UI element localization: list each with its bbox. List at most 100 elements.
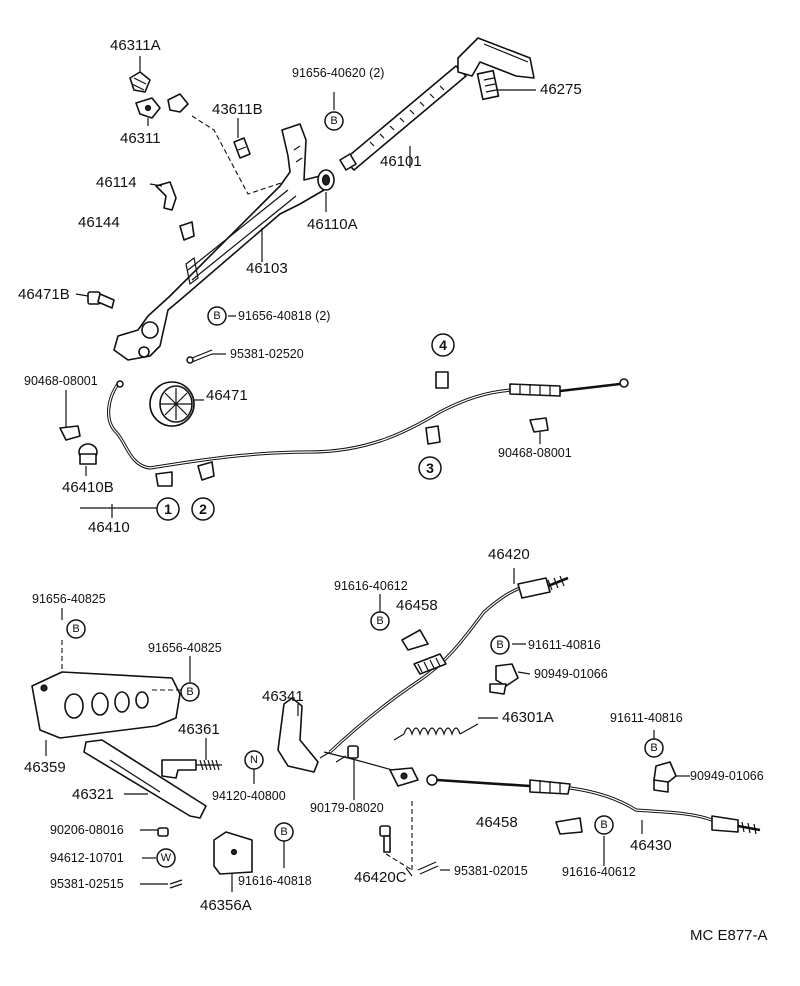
- label-46361: 46361: [178, 721, 220, 738]
- symbol-bolt-f: B: [490, 635, 510, 655]
- label-91611-40816-a: 91611-40816: [528, 638, 601, 652]
- part-46410-front-cable-drawing: [107, 378, 629, 470]
- label-46356A: 46356A: [200, 897, 252, 914]
- part-46458-bracket-top-drawing: [401, 629, 429, 651]
- label-46471B: 46471B: [18, 286, 70, 303]
- label-46458-bottom: 46458: [476, 814, 518, 831]
- label-46301A: 46301A: [502, 709, 554, 726]
- label-90468-08001-right: 90468-08001: [498, 446, 572, 460]
- symbol-bolt-g: B: [644, 738, 664, 758]
- label-95381-02520: 95381-02520: [230, 347, 304, 361]
- label-46341: 46341: [262, 688, 304, 705]
- part-95381-02520-cotter-pin-drawing: [186, 349, 213, 364]
- label-91656-40620: 91656-40620 (2): [292, 66, 384, 80]
- label-46110A: 46110A: [307, 216, 358, 233]
- part-46114-pawl-drawing: [155, 181, 177, 211]
- part-46110A-grommet-drawing: [317, 169, 335, 191]
- part-43611B-pin-drawing: [233, 137, 251, 159]
- symbol-bolt-h: B: [274, 822, 294, 842]
- symbol-clip-2: 2: [191, 497, 215, 521]
- svg-text:B: B: [213, 310, 220, 322]
- svg-text:2: 2: [199, 501, 207, 517]
- svg-text:B: B: [600, 819, 607, 831]
- label-46359: 46359: [24, 759, 66, 776]
- symbol-bolt-e: B: [370, 611, 390, 631]
- svg-text:B: B: [376, 615, 383, 627]
- symbol-bolt-b: B: [207, 306, 227, 326]
- label-46458-top: 46458: [396, 597, 438, 614]
- symbol-clip-3: 3: [418, 456, 442, 480]
- svg-text:N: N: [250, 754, 258, 766]
- label-46275: 46275: [540, 81, 582, 98]
- label-91616-40612-top: 91616-40612: [334, 579, 408, 593]
- label-91616-40818: 91616-40818: [238, 874, 312, 888]
- label-90949-01066-a: 90949-01066: [534, 667, 608, 681]
- svg-text:B: B: [72, 623, 79, 635]
- part-46356A-bracket-drawing: [213, 831, 253, 875]
- part-95381-02515-pin-drawing: [169, 879, 183, 889]
- symbol-bolt-c: B: [66, 619, 86, 639]
- part-46311-bushing-drawing: [135, 93, 189, 119]
- part-90949-01066-clamp-a-drawing: [489, 663, 519, 695]
- part-90949-01066-clamp-b-drawing: [653, 761, 677, 793]
- label-46114: 46114: [96, 174, 137, 191]
- part-clip-2-drawing: [197, 461, 215, 481]
- part-46341-hook-lever-drawing: [277, 697, 319, 773]
- svg-text:4: 4: [439, 337, 447, 353]
- dashed-leader-46311: [191, 115, 291, 195]
- label-91616-40612-bottom: 91616-40612: [562, 865, 636, 879]
- part-46471-pulley-drawing: [149, 381, 195, 427]
- label-46420: 46420: [488, 546, 530, 563]
- label-90179-08020: 90179-08020: [310, 801, 384, 815]
- part-46311A-clip-drawing: [129, 71, 151, 93]
- diagram-code-label: MC E877-A: [690, 927, 768, 944]
- label-46420C: 46420C: [354, 869, 407, 886]
- svg-text:B: B: [280, 826, 287, 838]
- symbol-bolt-i: B: [594, 815, 614, 835]
- svg-text:1: 1: [164, 501, 172, 517]
- symbol-bolt-d: B: [180, 682, 200, 702]
- label-91656-40818: 91656-40818 (2): [238, 309, 330, 323]
- part-46103-lever-bracket-drawing: [113, 123, 325, 361]
- part-95381-02015-cotter-pin-drawing: [417, 861, 439, 875]
- symbol-clip-1: 1: [156, 497, 180, 521]
- part-46359-bracket-plate-drawing: [31, 671, 181, 739]
- label-95381-02015: 95381-02015: [454, 864, 528, 878]
- label-46311: 46311: [120, 130, 161, 147]
- symbol-nut: N: [244, 750, 264, 770]
- symbol-washer: W: [156, 848, 176, 868]
- label-46471: 46471: [206, 387, 248, 404]
- part-clip-3-drawing: [425, 425, 441, 445]
- part-90206-08016-nut-drawing: [157, 827, 169, 837]
- part-90179-08020-nut-drawing: [347, 745, 359, 759]
- label-46430: 46430: [630, 837, 672, 854]
- part-46471B-bolt-drawing: [87, 291, 115, 309]
- label-46410: 46410: [88, 519, 130, 536]
- symbol-bolt-a: B: [324, 111, 344, 131]
- part-46144-clip-drawing: [179, 221, 195, 241]
- part-46101-lever-rod-drawing: [339, 65, 467, 171]
- svg-text:B: B: [330, 115, 337, 127]
- label-94120-40800: 94120-40800: [212, 789, 286, 803]
- svg-text:B: B: [186, 686, 193, 698]
- label-46321: 46321: [72, 786, 114, 803]
- part-90468-08001-clip-right-drawing: [529, 417, 549, 433]
- label-43611B: 43611B: [212, 101, 263, 118]
- part-46410B-grommet-drawing: [78, 443, 98, 465]
- part-46301A-spring-drawing: [393, 723, 479, 741]
- label-91656-40825-a: 91656-40825: [32, 592, 106, 606]
- label-90949-01066-b: 90949-01066: [690, 769, 764, 783]
- part-equalizer-drawing: [389, 767, 419, 787]
- label-46311A: 46311A: [110, 37, 161, 54]
- part-46361-adjuster-drawing: [161, 759, 222, 779]
- label-95381-02515: 95381-02515: [50, 877, 124, 891]
- part-46420-rear-cable-drawing: [319, 575, 569, 779]
- svg-text:B: B: [650, 742, 657, 754]
- part-46430-cable-drawing: [426, 774, 761, 835]
- part-clip-4-drawing: [435, 371, 449, 389]
- label-91656-40825-b: 91656-40825: [148, 641, 222, 655]
- label-94612-10701: 94612-10701: [50, 851, 124, 865]
- label-46101: 46101: [380, 153, 422, 170]
- svg-text:B: B: [496, 639, 503, 651]
- part-46420C-bolt-drawing: [379, 800, 413, 871]
